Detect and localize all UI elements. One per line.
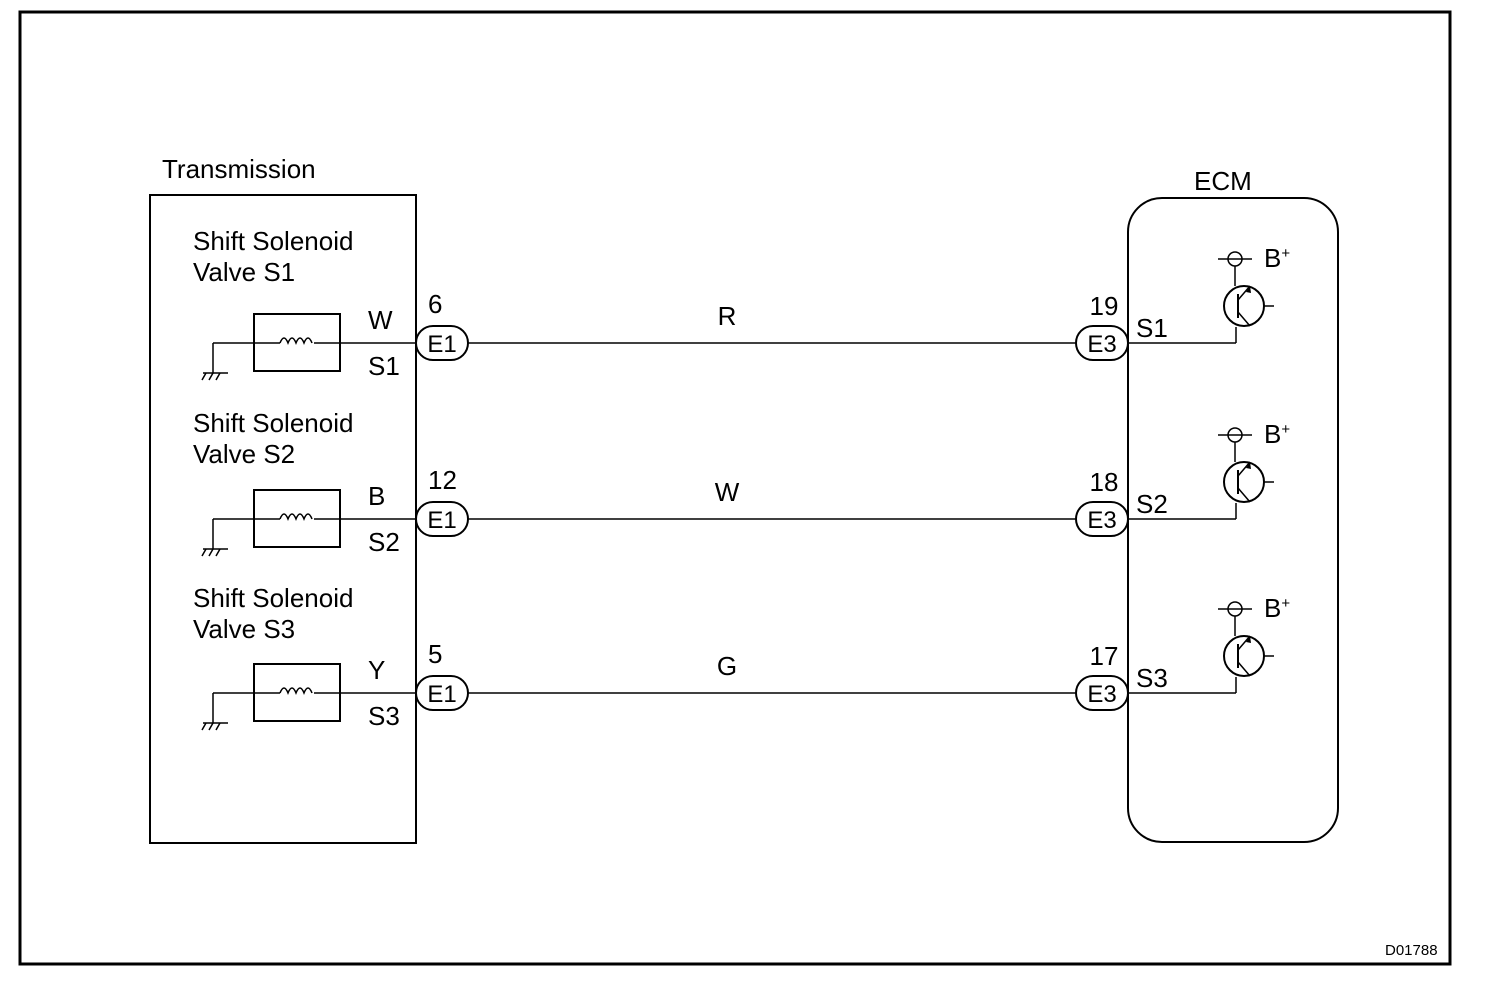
ecm-title: ECM	[1194, 166, 1252, 196]
valve-name-line1: Shift Solenoid	[193, 408, 353, 438]
pin-number: 18	[1090, 467, 1119, 497]
ecm-terminal-label: S3	[1136, 663, 1168, 693]
supply-label: B+	[1264, 243, 1290, 273]
coil-icon	[279, 513, 313, 522]
pin-number: 19	[1090, 291, 1119, 321]
ground-hatch	[201, 372, 207, 381]
ground-hatch	[201, 722, 207, 731]
connector-label: E3	[1087, 507, 1116, 534]
connector-label: E3	[1087, 681, 1116, 708]
wire-color-label: Y	[368, 655, 385, 685]
ecm-box	[1127, 197, 1339, 843]
ground-hatch	[208, 548, 214, 557]
connector-label: E1	[427, 681, 456, 708]
pin-number: 6	[428, 289, 442, 319]
ground-hatch	[201, 548, 207, 557]
coil-icon	[279, 337, 313, 346]
coil-icon	[279, 687, 313, 696]
transistor-arrow	[1246, 462, 1251, 469]
valve-name-line2: Valve S2	[193, 439, 295, 469]
connector-label: E3	[1087, 331, 1116, 358]
harness-color-label: R	[718, 301, 737, 331]
transistor-emitter	[1237, 461, 1251, 477]
harness-color-label: G	[717, 651, 737, 681]
ecm-terminal-label: S2	[1136, 489, 1168, 519]
transistor-collector	[1237, 487, 1251, 503]
figure-id: D01788	[1385, 942, 1438, 959]
ground-hatch	[215, 372, 221, 381]
ground-hatch	[208, 372, 214, 381]
transistor-emitter	[1237, 285, 1251, 301]
transistor-arrow	[1246, 286, 1251, 293]
wire-color-label: W	[368, 305, 393, 335]
transmission-title: Transmission	[162, 154, 316, 184]
valve-name-line2: Valve S1	[193, 257, 295, 287]
transistor-arrow	[1246, 636, 1251, 643]
pin-number: 17	[1090, 641, 1119, 671]
ecm-terminal-label: S1	[1136, 313, 1168, 343]
valve-name-line1: Shift Solenoid	[193, 583, 353, 613]
supply-label: B+	[1264, 419, 1290, 449]
valve-name-line2: Valve S3	[193, 614, 295, 644]
connector-label: E1	[427, 331, 456, 358]
transistor-collector	[1237, 311, 1251, 327]
transistor-emitter	[1237, 635, 1251, 651]
ground-hatch	[215, 548, 221, 557]
pin-number: 5	[428, 639, 442, 669]
pin-number: 12	[428, 465, 457, 495]
harness-color-label: W	[715, 477, 740, 507]
terminal-label: S1	[368, 351, 400, 381]
ground-hatch	[215, 722, 221, 731]
valve-name-line1: Shift Solenoid	[193, 226, 353, 256]
terminal-label: S2	[368, 527, 400, 557]
diagram-frame	[18, 10, 1452, 966]
transistor-collector	[1237, 661, 1251, 677]
supply-label: B+	[1264, 593, 1290, 623]
wire-color-label: B	[368, 481, 385, 511]
terminal-label: S3	[368, 701, 400, 731]
connector-label: E1	[427, 507, 456, 534]
ground-hatch	[208, 722, 214, 731]
